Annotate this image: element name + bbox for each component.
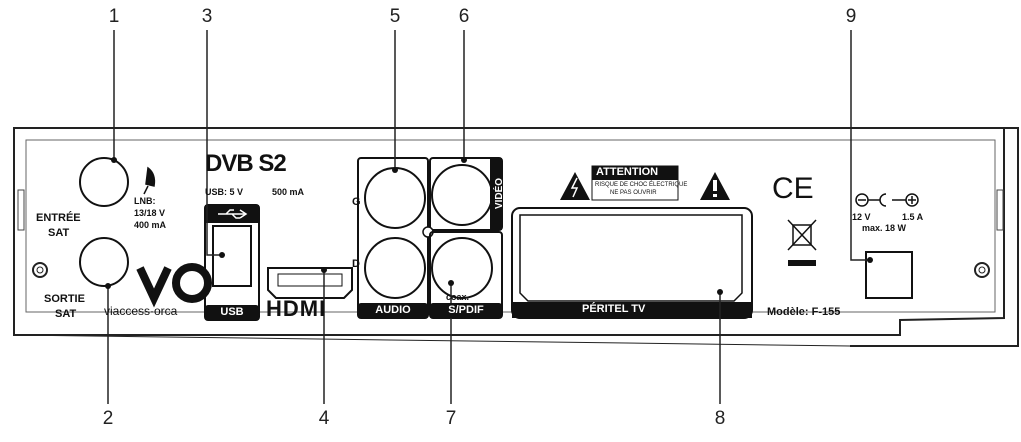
sat-in-label: ENTRÉE <box>36 212 81 224</box>
hdmi-logo: HDMI <box>266 296 327 321</box>
hdmi-port <box>267 267 353 299</box>
video-label: VIDÉO <box>494 177 506 210</box>
coax-label: coax. <box>446 292 470 302</box>
sat-in-label-2: SAT <box>48 227 70 239</box>
peritel-port <box>519 214 743 302</box>
usb-power-label: USB: 5 V <box>205 187 244 197</box>
lnb-label: LNB: <box>134 196 156 206</box>
brand-name: viaccess·orca <box>104 304 178 318</box>
video-jack <box>431 164 493 226</box>
lnb-voltage: 13/18 V <box>134 208 166 218</box>
right-screw <box>974 262 990 278</box>
callout-7: 7 <box>445 408 457 429</box>
callout-8: 8 <box>714 408 726 429</box>
peritel-label: PÉRITEL TV <box>582 303 646 315</box>
power-max: max. 18 W <box>862 223 907 233</box>
power-voltage: 12 V <box>852 212 871 222</box>
spdif-panel <box>429 231 503 319</box>
left-screw <box>32 262 48 278</box>
attention-label: ATTENTION <box>596 166 659 178</box>
audio-right-label: D <box>352 258 360 270</box>
callout-4: 4 <box>318 408 330 429</box>
warning-line-1: RISQUE DE CHOC ÉLECTRIQUE <box>595 182 688 188</box>
usb-port <box>212 225 252 287</box>
usb-current-label: 500 mA <box>272 187 305 197</box>
audio-label: AUDIO <box>358 303 428 318</box>
power-socket <box>865 251 913 299</box>
callout-1: 1 <box>108 6 120 27</box>
device-inner-outline <box>25 139 996 313</box>
callout-6: 6 <box>458 6 470 27</box>
sat-out-label-2: SAT <box>55 308 77 320</box>
satellite-dish-icon <box>143 166 156 195</box>
sat-out-label: SORTIE <box>44 293 85 305</box>
spdif-jack <box>431 237 493 299</box>
audio-right-jack <box>364 237 426 299</box>
lnb-current: 400 mA <box>134 220 167 230</box>
callout-9: 9 <box>845 6 857 27</box>
callout-5: 5 <box>389 6 401 27</box>
usb-icon <box>218 209 248 219</box>
weee-bin-icon <box>787 219 817 266</box>
sat-in-connector <box>79 157 129 207</box>
spdif-label: S/PDIF <box>430 303 502 318</box>
right-edge-block <box>850 127 1019 347</box>
callout-2: 2 <box>102 408 114 429</box>
vo-logo <box>136 266 172 308</box>
warning-line-2: NE PAS OUVRIR <box>610 190 657 196</box>
shock-warning-icon <box>560 172 590 200</box>
callout-3: 3 <box>201 6 213 27</box>
usb-label: USB <box>205 305 259 320</box>
ce-mark: CE <box>772 172 814 205</box>
audio-left-jack <box>364 167 426 229</box>
callout-dots <box>105 157 873 295</box>
audio-panel <box>357 157 429 319</box>
audio-left-label: G <box>352 196 361 208</box>
sat-out-connector <box>79 237 129 287</box>
power-current: 1.5 A <box>902 212 924 222</box>
polarity-icon <box>855 193 919 207</box>
model-label: Modèle: F-155 <box>767 306 841 318</box>
dvb-s2-logo: DVB S2 <box>205 150 287 177</box>
